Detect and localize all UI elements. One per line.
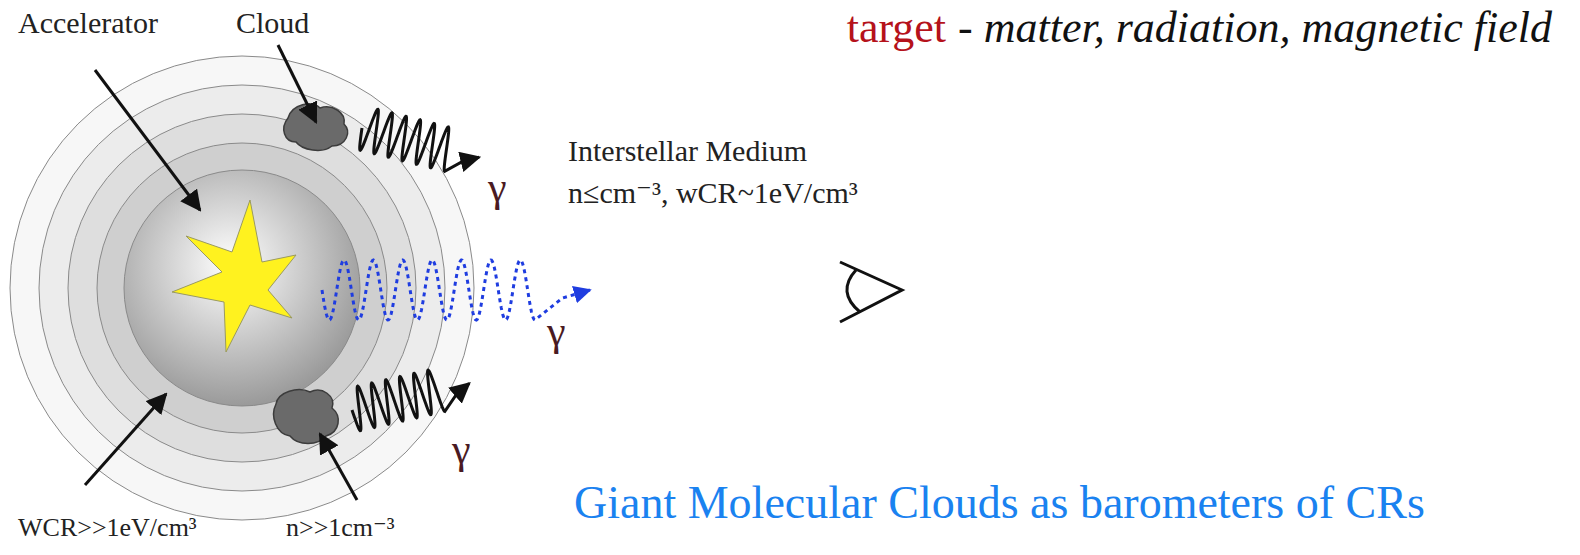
- gamma-symbol: γ: [547, 308, 566, 354]
- gamma-symbol: γ: [452, 426, 471, 472]
- shell: [10, 56, 474, 520]
- molecular-cloud: [284, 104, 348, 150]
- shell: [68, 114, 416, 462]
- region-value: n>>1cm⁻³: [286, 514, 395, 543]
- eye-pupil: [847, 270, 860, 312]
- shell: [39, 85, 445, 491]
- leader-arrow: [320, 434, 357, 500]
- caption-note: Giant Molecular Clouds as barometers of …: [574, 478, 1425, 529]
- core-sphere: [124, 170, 360, 406]
- gamma-wave: [360, 109, 479, 171]
- observer-eye: [840, 262, 902, 322]
- shell: [97, 143, 387, 433]
- part-label: Cloud: [236, 6, 309, 39]
- accelerator-star: [172, 200, 296, 352]
- leader-arrow: [85, 394, 166, 485]
- eye-outline: [840, 262, 902, 322]
- heading-keyword: target: [847, 4, 946, 52]
- cr-density-shells: [10, 56, 474, 520]
- molecular-cloud: [274, 390, 339, 444]
- leader-arrow: [278, 45, 316, 122]
- leader-arrow: [95, 70, 200, 210]
- heading-text: - matter, radiation, magnetic field: [958, 4, 1552, 52]
- headline: target- matter, radiation, magnetic fiel…: [847, 4, 1552, 52]
- part-label: Accelerator: [18, 6, 158, 39]
- gamma-symbol: γ: [488, 164, 507, 210]
- region-value: n≤cm⁻³, wCR~1eV/cm³: [568, 176, 858, 209]
- gamma-wave: [352, 370, 469, 430]
- region-value: WCR>>1eV/cm³: [18, 514, 197, 543]
- region-label: Interstellar Medium: [568, 134, 807, 167]
